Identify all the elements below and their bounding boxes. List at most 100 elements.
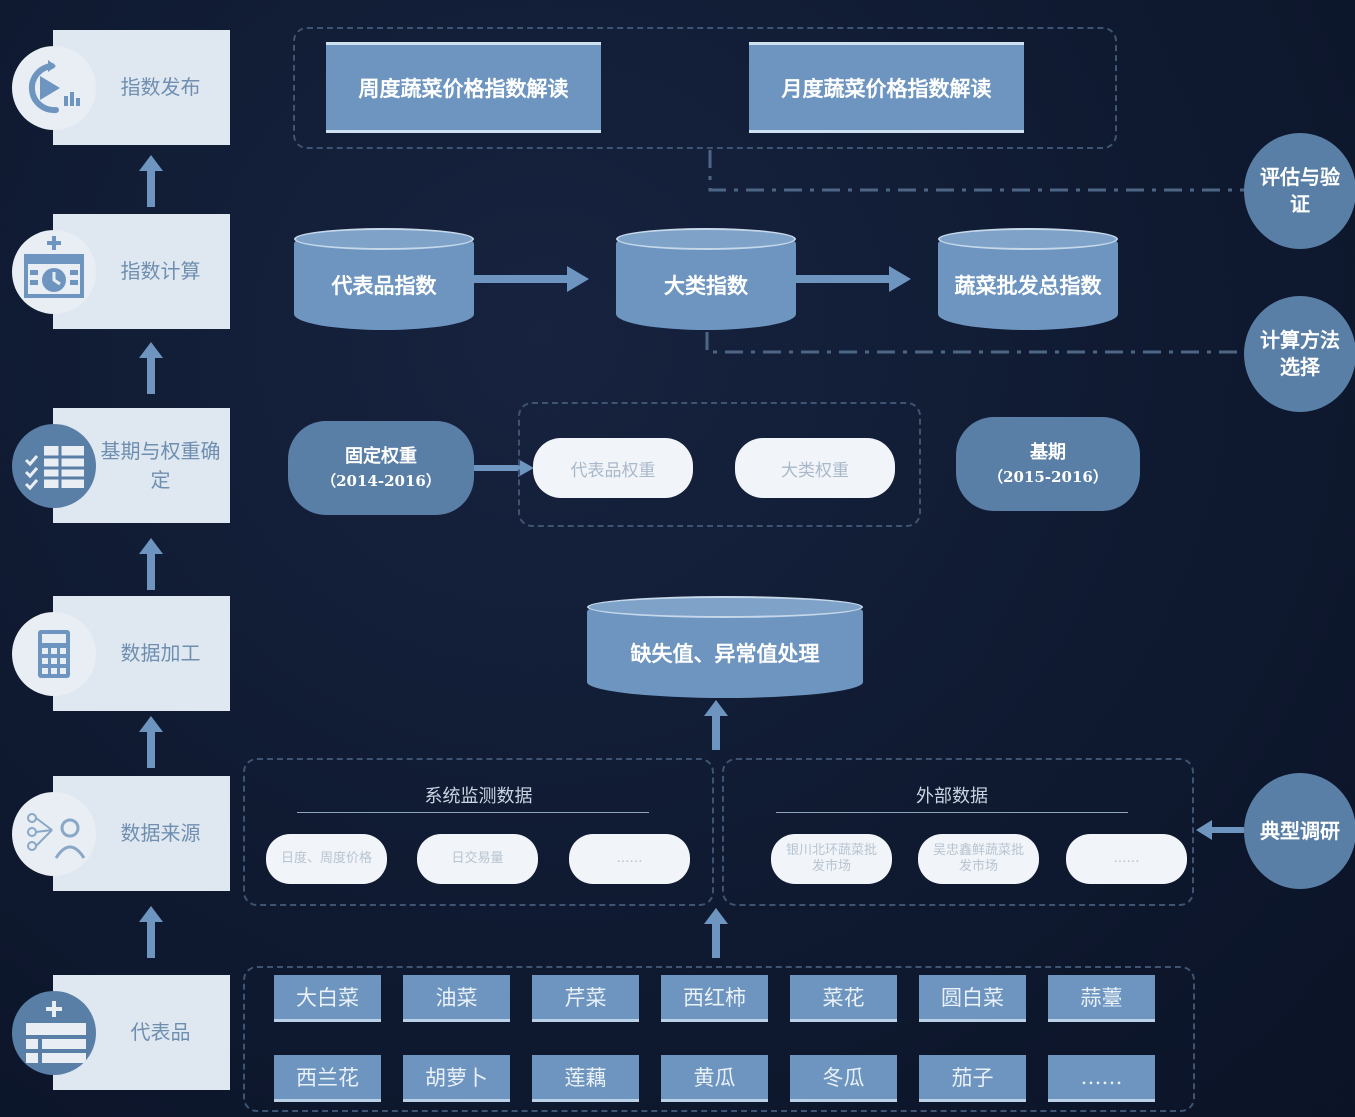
step-label: 数据来源: [120, 821, 201, 845]
vegetable-label: 西兰花: [296, 1066, 359, 1090]
vegetable-label: 胡萝卜: [425, 1066, 488, 1090]
processing-label: 缺失值、异常值处理: [630, 641, 820, 666]
arrow-up-icon: [139, 538, 163, 590]
arrow-right-icon: [474, 266, 589, 292]
vegetable-label: 冬瓜: [822, 1066, 865, 1090]
fixed-weight-title: 固定权重: [345, 446, 417, 468]
category-index-label: 大类指数: [664, 273, 748, 298]
calculator-calendar-icon: [12, 230, 96, 314]
vegetable-label: 茄子: [951, 1066, 994, 1090]
step-data-source[interactable]: 数据来源: [53, 776, 230, 891]
category-weight-label: 大类权重: [781, 460, 849, 481]
vegetable-label: 西红柿: [683, 986, 746, 1010]
external-data-title: 外部数据: [916, 786, 988, 807]
representative-index-cylinder[interactable]: 代表品指数: [294, 228, 474, 330]
external-source-pill[interactable]: 银川北环蔬菜批发市场: [771, 834, 892, 884]
arrow-up-icon: [139, 155, 163, 207]
vegetable-label: 黄瓜: [693, 1066, 736, 1090]
system-data-title: 系统监测数据: [424, 786, 533, 807]
weight-group: [518, 402, 921, 527]
vegetable-label: 菜花: [822, 986, 865, 1010]
system-source-pill[interactable]: 日交易量: [417, 834, 538, 884]
vegetable-tile[interactable]: 黄瓜: [661, 1055, 768, 1102]
arrow-up-icon: [139, 342, 163, 394]
survey-circle[interactable]: 典型调研: [1244, 773, 1355, 889]
external-data-group: [722, 758, 1194, 906]
arrow-right-icon: [796, 266, 911, 292]
processing-cylinder[interactable]: 缺失值、异常值处理: [587, 596, 863, 698]
vegetable-tile[interactable]: 蒜薹: [1048, 975, 1155, 1022]
system-data-rule: [297, 812, 649, 813]
vegetable-tile[interactable]: 圆白菜: [919, 975, 1026, 1022]
evaluation-label: 评估与验证: [1260, 165, 1340, 216]
monthly-report-label: 月度蔬菜价格指数解读: [781, 75, 992, 101]
checklist-table-icon: [12, 424, 96, 508]
vegetable-tile[interactable]: 西红柿: [661, 975, 768, 1022]
fixed-weight-period: （2014-2016）: [321, 472, 441, 491]
step-label: 指数发布: [120, 75, 201, 99]
arrow-up-icon: [704, 908, 728, 958]
vegetable-label: 莲藕: [564, 1066, 607, 1090]
system-source-pill[interactable]: 日度、周度价格: [266, 834, 387, 884]
arrow-up-icon: [139, 906, 163, 958]
base-period-pill[interactable]: 基期 （2015-2016）: [956, 417, 1140, 511]
base-period-title: 基期: [1030, 442, 1066, 464]
publication-group: [293, 27, 1117, 149]
arrow-up-icon: [704, 700, 728, 750]
monthly-report-box[interactable]: 月度蔬菜价格指数解读: [749, 42, 1024, 133]
representative-index-label: 代表品指数: [331, 273, 437, 298]
evaluation-circle[interactable]: 评估与验证: [1244, 133, 1355, 249]
vegetable-label: 芹菜: [564, 986, 607, 1010]
system-source-label: 日度、周度价格: [280, 850, 372, 866]
system-data-group: [243, 758, 714, 906]
method-label: 计算方法选择: [1260, 328, 1340, 379]
list-plus-icon: [12, 991, 96, 1075]
calculator-icon: [12, 612, 96, 696]
representative-weight-pill[interactable]: 代表品权重: [533, 438, 693, 498]
step-label: 数据加工: [120, 641, 201, 665]
vegetable-tile[interactable]: 菜花: [790, 975, 897, 1022]
category-weight-pill[interactable]: 大类权重: [735, 438, 895, 498]
external-source-label: 银川北环蔬菜批发市场: [785, 842, 877, 874]
system-source-label: 日交易量: [451, 850, 504, 866]
person-network-icon: [12, 792, 96, 876]
vegetable-tile[interactable]: 冬瓜: [790, 1055, 897, 1102]
vegetable-label: 油菜: [435, 986, 478, 1010]
vegetable-tile[interactable]: 油菜: [403, 975, 510, 1022]
vegetable-tile[interactable]: 莲藕: [532, 1055, 639, 1102]
external-source-label: 吴忠鑫鲜蔬菜批发市场: [932, 842, 1024, 874]
external-data-rule: [776, 812, 1128, 813]
vegetable-tile[interactable]: 胡萝卜: [403, 1055, 510, 1102]
vegetable-group: [243, 966, 1195, 1112]
vegetable-tile[interactable]: ……: [1048, 1055, 1155, 1102]
weekly-report-label: 周度蔬菜价格指数解读: [358, 75, 569, 101]
vegetable-label: 圆白菜: [941, 986, 1004, 1010]
system-source-label: ……: [616, 850, 643, 866]
step-label: 基期与权重确定: [100, 438, 221, 492]
step-label: 代表品: [130, 1020, 191, 1044]
arrow-left-icon: [1196, 820, 1244, 840]
vegetable-tile[interactable]: 茄子: [919, 1055, 1026, 1102]
system-source-pill[interactable]: ……: [569, 834, 690, 884]
vegetable-tile[interactable]: 芹菜: [532, 975, 639, 1022]
category-index-cylinder[interactable]: 大类指数: [616, 228, 796, 330]
representative-weight-label: 代表品权重: [570, 460, 656, 481]
external-source-label: ……: [1113, 850, 1140, 866]
vegetable-tile[interactable]: 大白菜: [274, 975, 381, 1022]
fixed-weight-pill[interactable]: 固定权重 （2014-2016）: [288, 421, 474, 515]
external-source-pill[interactable]: 吴忠鑫鲜蔬菜批发市场: [918, 834, 1039, 884]
method-circle[interactable]: 计算方法选择: [1244, 296, 1355, 412]
external-source-pill[interactable]: ……: [1066, 834, 1187, 884]
base-period-range: （2015-2016）: [988, 468, 1108, 487]
vegetable-tile[interactable]: 西兰花: [274, 1055, 381, 1102]
vegetable-label: 蒜薹: [1080, 986, 1123, 1010]
vegetable-label: 大白菜: [296, 986, 359, 1010]
weekly-report-box[interactable]: 周度蔬菜价格指数解读: [326, 42, 601, 133]
total-index-label: 蔬菜批发总指数: [954, 273, 1102, 298]
vegetable-label: ……: [1080, 1065, 1123, 1089]
total-index-cylinder[interactable]: 蔬菜批发总指数: [938, 228, 1118, 330]
play-chart-icon: [12, 46, 96, 130]
step-label: 指数计算: [120, 259, 201, 283]
survey-label: 典型调研: [1260, 818, 1340, 843]
